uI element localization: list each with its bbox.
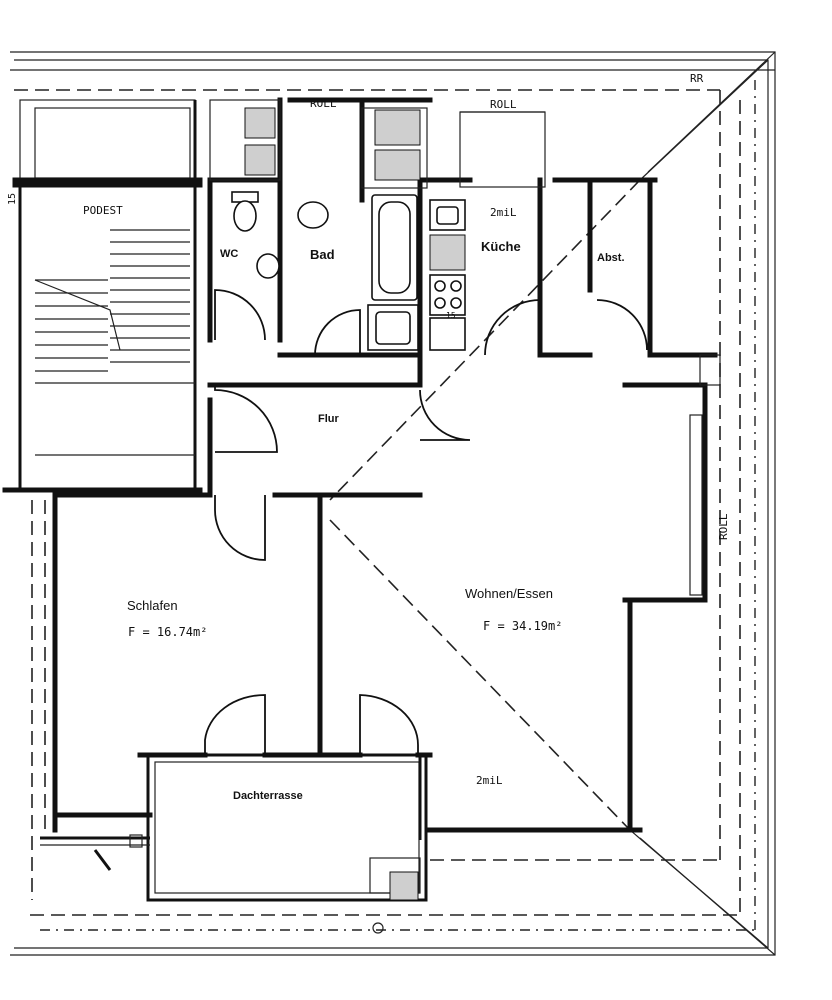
mil-kitchen-label: 2miL — [490, 206, 517, 219]
roll-top-right-label: ROLL — [490, 98, 517, 111]
wohnen-area-label: F = 34.19m² — [483, 619, 562, 633]
abst-label: Abst. — [597, 252, 625, 264]
staircase: 15 — [2, 99, 203, 493]
roll-top-left-label: ROLL — [310, 97, 337, 110]
schlafen-label: Schlafen — [127, 598, 178, 613]
kitchen-marker-label: 15 — [446, 311, 456, 320]
roll-right-label: ROLL — [717, 513, 730, 540]
podest-label: PODEST — [83, 204, 123, 217]
mil-terrace-label: 2miL — [476, 774, 503, 787]
stair-15-label: 15 — [7, 193, 18, 205]
fixtures — [231, 191, 466, 934]
terrace-door-right-icon — [359, 694, 419, 755]
doors — [204, 289, 648, 755]
rr-label: RR — [690, 72, 704, 85]
room-labels: PODEST WC Bad Küche Abst. Flur Schlafen … — [83, 204, 625, 802]
wohnen-label: Wohnen/Essen — [465, 586, 553, 601]
windows-top — [209, 99, 721, 596]
toilet-icon — [233, 200, 257, 232]
wc-basin-icon — [256, 253, 280, 279]
walls — [52, 97, 718, 902]
wc-door-icon — [214, 289, 266, 341]
plan-annotations: ROLL ROLL ROLL RR 2miL 2miL 15 — [310, 72, 730, 787]
bad-toilet-icon — [297, 201, 329, 229]
terrace-door-left-icon — [204, 694, 266, 755]
bad-label: Bad — [310, 247, 335, 262]
railing — [40, 834, 150, 871]
flur-label: Flur — [318, 413, 339, 425]
stove-icon — [429, 274, 466, 316]
schlafen-area-label: F = 16.74m² — [128, 625, 207, 639]
wc-label: WC — [220, 248, 238, 260]
dachterrasse-label: Dachterrasse — [233, 790, 303, 802]
kueche-label: Küche — [481, 239, 521, 254]
